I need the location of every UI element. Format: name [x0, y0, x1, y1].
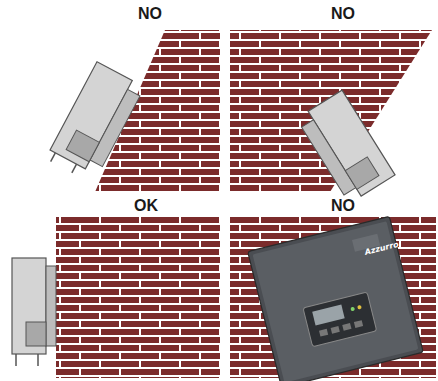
verdict-label: NO: [331, 6, 355, 22]
brick-wall: [56, 216, 220, 378]
verdict-label: NO: [331, 198, 355, 214]
inverter-front: [248, 216, 424, 381]
verdict-label: NO: [138, 6, 162, 22]
inverter-side: [12, 258, 56, 366]
inverter-side: [45, 62, 144, 184]
verdict-label: OK: [134, 198, 158, 214]
inverter-side: [296, 90, 395, 203]
